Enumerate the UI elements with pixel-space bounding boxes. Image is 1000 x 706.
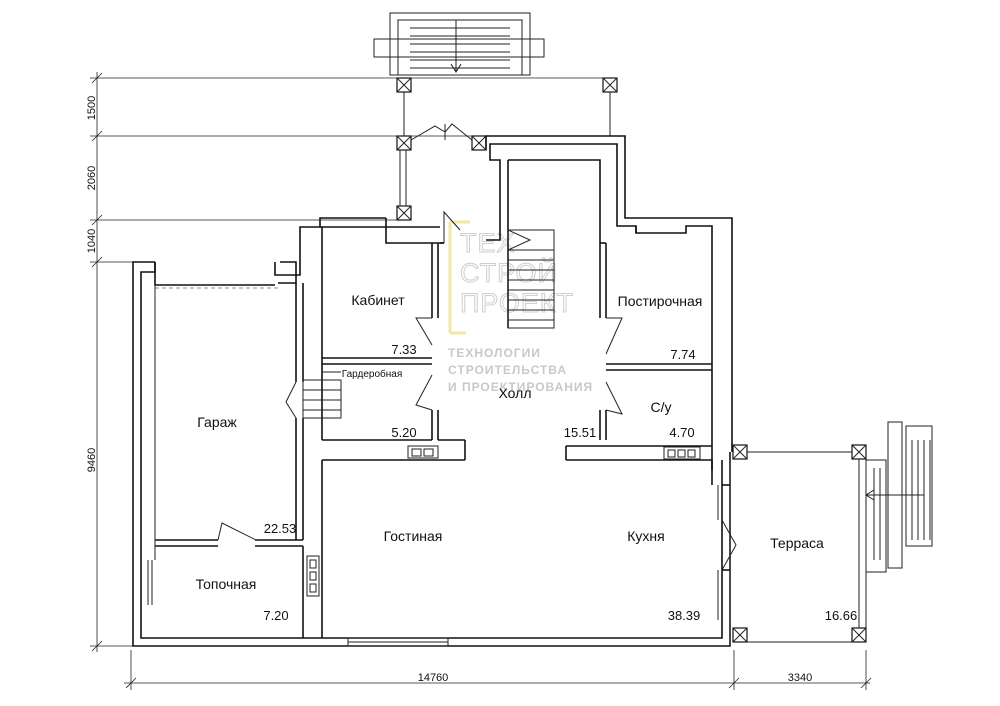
room-name-boiler: Топочная — [196, 576, 257, 592]
house-walls — [132, 135, 737, 647]
dim-left-1040: 1040 — [86, 229, 98, 253]
room-area-garage: 22.53 — [264, 521, 297, 536]
watermark-line1: ТЕХ — [460, 228, 516, 258]
watermark-sub2: СТРОИТЕЛЬСТВА — [448, 363, 567, 377]
room-area-boiler: 7.20 — [263, 608, 288, 623]
room-area-wardrobe: 5.20 — [391, 425, 416, 440]
terrace-structure — [732, 421, 933, 643]
room-name-living: Гостиная — [384, 528, 443, 544]
room-name-kitchen: Кухня — [627, 528, 664, 544]
dim-left-1500: 1500 — [86, 96, 98, 120]
dim-left-2060: 2060 — [86, 166, 98, 190]
dimension-lines — [90, 72, 872, 690]
room-name-terrace: Терраса — [770, 535, 824, 551]
watermark: ТЕХ СТРОЙ ПРОЕКТ ТЕХНОЛОГИИ СТРОИТЕЛЬСТВ… — [448, 220, 593, 394]
room-name-garage: Гараж — [197, 414, 237, 430]
room-name-laundry: Постирочная — [618, 293, 703, 309]
room-area-hall: 15.51 — [564, 425, 597, 440]
room-labels: Гараж 22.53 Топочная 7.20 Кабинет 7.33 Г… — [196, 292, 858, 623]
watermark-sub3: И ПРОЕКТИРОВАНИЯ — [448, 380, 593, 394]
room-area-laundry: 7.74 — [670, 347, 695, 362]
dim-bottom-3340: 3340 — [788, 672, 812, 684]
watermark-sub1: ТЕХНОЛОГИИ — [448, 346, 541, 360]
room-area-wc: 4.70 — [669, 425, 694, 440]
room-area-kitchen: 38.39 — [668, 608, 701, 623]
dim-bottom-14760: 14760 — [418, 672, 449, 684]
room-name-wardrobe: Гардеробная — [342, 368, 403, 380]
dim-left-9460: 9460 — [86, 448, 98, 472]
room-name-office: Кабинет — [351, 292, 405, 308]
room-area-terrace: 16.66 — [825, 608, 858, 623]
room-area-office: 7.33 — [391, 342, 416, 357]
entrance-porch — [373, 12, 618, 221]
room-name-hall: Холл — [499, 385, 532, 401]
watermark-line2: СТРОЙ — [460, 257, 558, 288]
watermark-line3: ПРОЕКТ — [460, 288, 574, 318]
room-name-wc: С/у — [651, 399, 672, 415]
dimension-labels: 1500 2060 1040 9460 14760 3340 — [86, 96, 812, 684]
